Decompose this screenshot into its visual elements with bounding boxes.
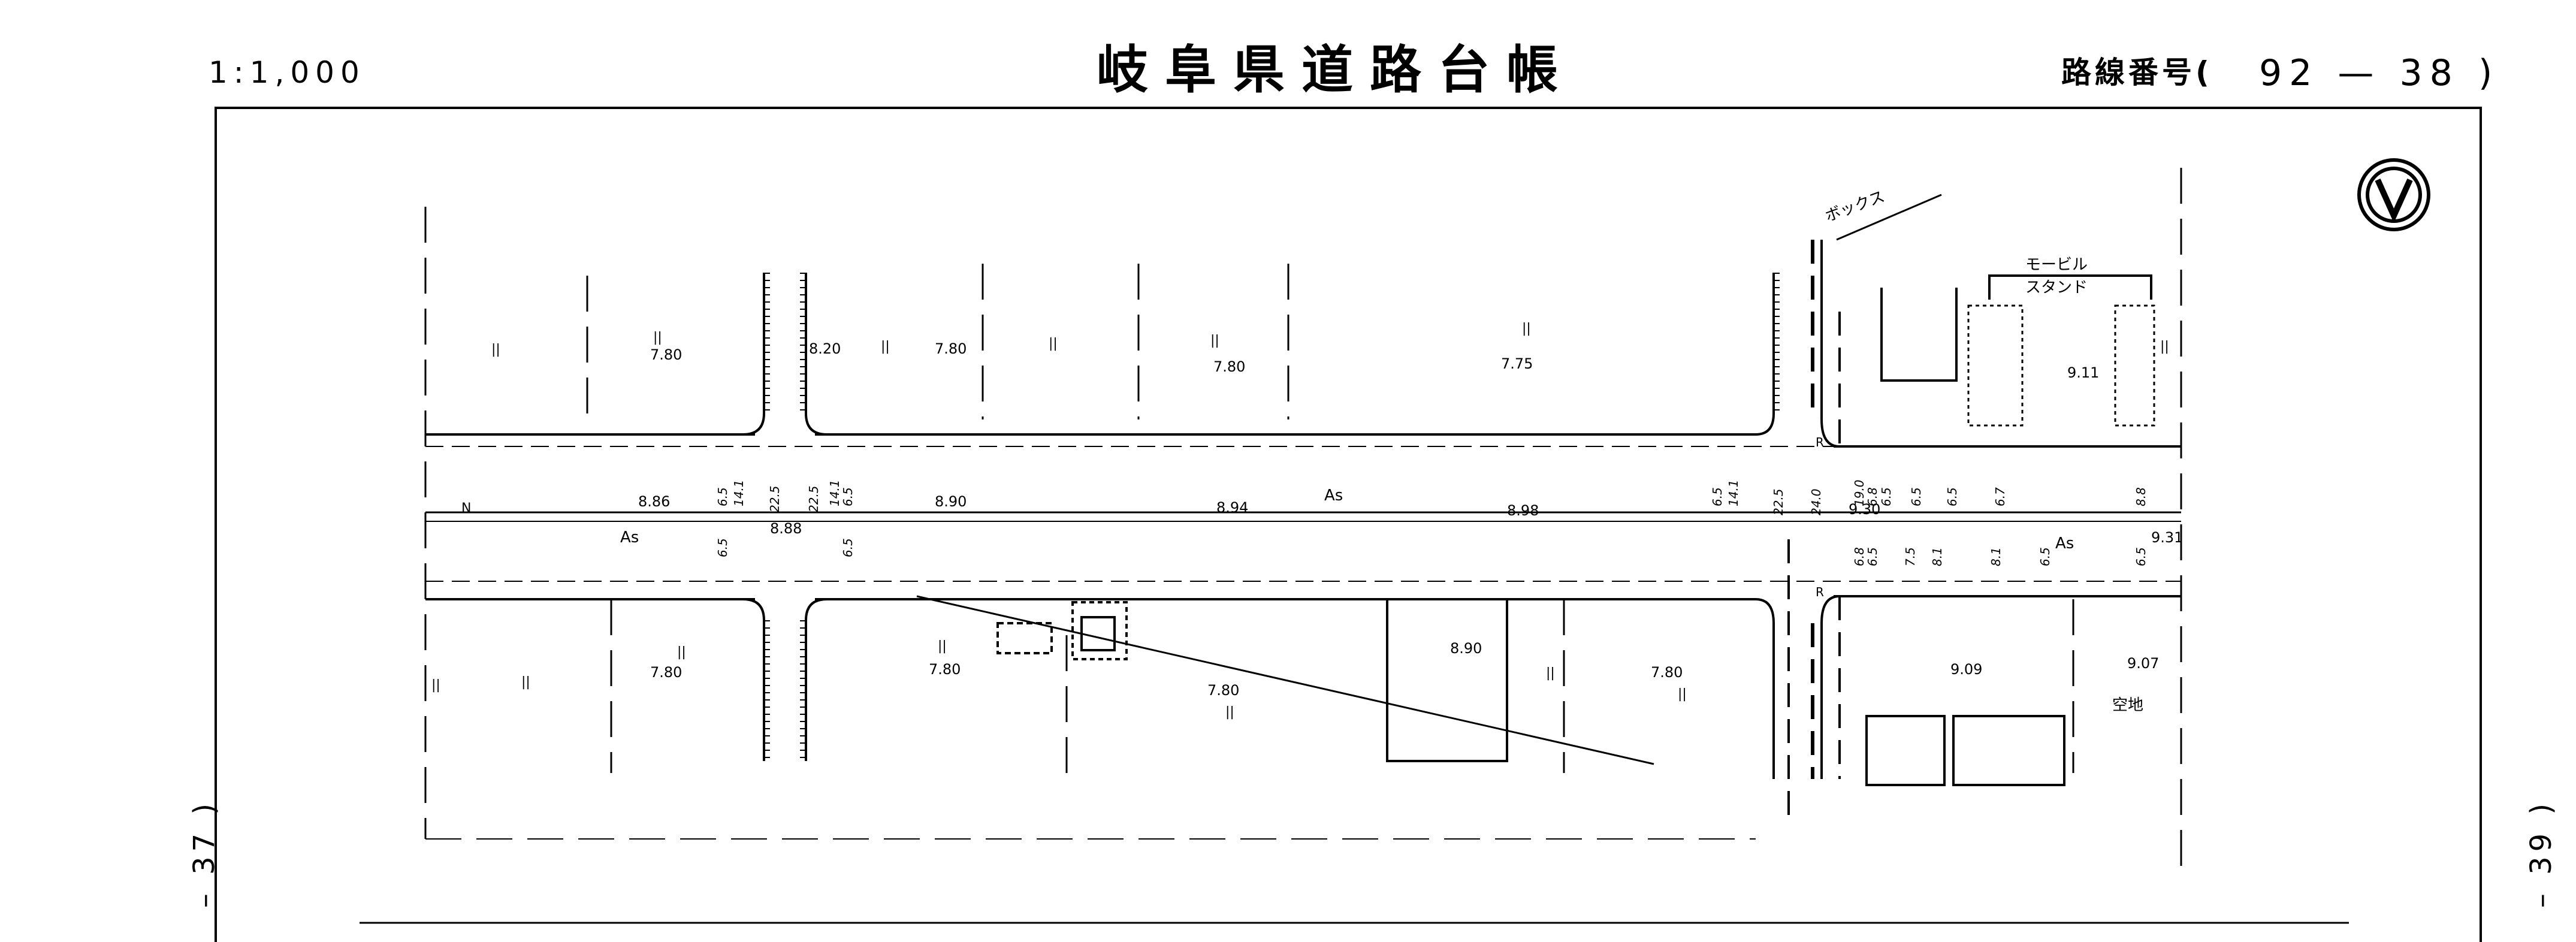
next-sheet-ref: – 39 )	[2524, 798, 2559, 908]
rice-field-mark: ||	[881, 339, 890, 354]
width: 6.5	[715, 538, 730, 557]
elevation: 7.80	[935, 340, 967, 357]
elevation: 8.86	[638, 493, 670, 510]
elevation: 7.80	[1651, 664, 1683, 681]
rice-field-mark: ||	[1522, 321, 1531, 336]
elevations: 7.80 8.20 7.80 7.80 7.75 9.11 8.86 8.90 …	[638, 340, 2183, 699]
elevation: 9.07	[2127, 655, 2159, 672]
main-road	[425, 433, 2181, 600]
width: 7.5	[1903, 547, 1917, 566]
elevation: 8.98	[1507, 502, 1539, 519]
width: 6.5	[841, 538, 855, 557]
north-mark: N	[461, 501, 471, 516]
map-scale: 1:1,000	[209, 55, 366, 90]
width: 6.5	[841, 487, 855, 506]
rice-field-mark: ||	[521, 675, 530, 690]
rice-field-mark: ||	[1678, 687, 1687, 702]
curve-mark: R	[1816, 435, 1824, 449]
width: 14.1	[828, 479, 842, 506]
elevation: 9.09	[1950, 661, 1982, 678]
elevation: 8.90	[1450, 640, 1482, 657]
elevation: 9.31	[2151, 529, 2183, 546]
vacant-lot-label: 空地	[2112, 696, 2143, 714]
elevation: 7.80	[1213, 358, 1245, 375]
road-widths: 6.5 14.1 22.5 22.5 14.1 6.5 6.5 6.5 6.5 …	[715, 479, 2148, 566]
width: 14.1	[1726, 479, 1741, 506]
width: 6.5	[1710, 487, 1725, 506]
width: 19.0	[1852, 479, 1867, 506]
elevation: 8.20	[809, 340, 841, 357]
rice-field-mark: ||	[653, 330, 662, 345]
structure	[1071, 601, 1128, 660]
width: 6.8	[1852, 547, 1867, 566]
route-number-label: 路線番号(	[2061, 55, 2213, 90]
page-title: 岐阜県道路台帳	[1097, 40, 1575, 100]
rice-field-mark: ||	[1049, 336, 1058, 351]
width: 6.5	[1909, 487, 1923, 506]
north-arrow-icon	[2357, 158, 2430, 231]
curve-mark: R	[1816, 585, 1824, 599]
parcel-lines	[424, 168, 2182, 869]
elevation: 7.80	[650, 346, 682, 363]
width: 6.5	[2038, 547, 2052, 566]
elevation: 9.30	[1849, 501, 1880, 518]
elevation: 7.75	[1501, 355, 1533, 372]
pavement-label: As	[1324, 487, 1343, 505]
elevation: 9.11	[2067, 364, 2099, 381]
elevation: 8.88	[770, 520, 802, 537]
previous-sheet-ref: – 37 )	[188, 798, 222, 908]
rice-field-mark: ||	[1225, 705, 1234, 720]
width: 6.8	[1865, 487, 1880, 506]
rice-field-mark: ||	[938, 639, 947, 654]
structure-core	[1080, 616, 1116, 651]
cross-road-right	[1755, 240, 1841, 827]
gas-station	[1836, 194, 2155, 427]
rice-field-mark: ||	[677, 645, 686, 660]
rice-field-mark: ||	[1210, 333, 1219, 348]
width: 6.7	[1993, 487, 2007, 506]
rice-field-mark: ||	[431, 678, 440, 693]
pavement-label: As	[620, 529, 639, 547]
elevation: 8.90	[935, 493, 967, 510]
bridge	[1386, 598, 1508, 762]
elevation: 7.80	[1207, 682, 1239, 699]
route-number: 92 — 38 )	[2259, 52, 2500, 94]
station-label: スタンド	[2025, 279, 2088, 297]
width: 6.5	[1945, 487, 1959, 506]
width: 22.5	[807, 485, 821, 512]
width: 6.5	[2134, 547, 2148, 566]
width: 6.5	[1865, 547, 1880, 566]
elevation: 7.80	[650, 664, 682, 681]
building	[1865, 715, 1946, 786]
width: 8.1	[1930, 547, 1944, 566]
box-culvert-label: ボックス	[1823, 188, 1887, 225]
map-frame	[215, 107, 2482, 942]
width: 22.5	[1771, 488, 1786, 515]
building-dashed	[996, 622, 1053, 654]
building	[1952, 715, 2065, 786]
width: 6.5	[1879, 487, 1894, 506]
width: 8.8	[2134, 487, 2148, 506]
elevation: 7.80	[929, 661, 961, 678]
rice-field-mark: ||	[1546, 666, 1555, 681]
pavement-label: As	[2055, 535, 2074, 552]
rice-field-mark: ||	[491, 342, 500, 357]
cross-road-left	[742, 273, 828, 761]
station-label: モービル	[2025, 256, 2088, 274]
width: 8.1	[1989, 547, 2003, 566]
width: 14.1	[732, 479, 746, 506]
width: 6.5	[715, 487, 730, 506]
elevation: 8.94	[1216, 499, 1248, 516]
width: 22.5	[768, 485, 782, 512]
width: 24.0	[1809, 488, 1823, 515]
power-line	[916, 595, 1654, 765]
rice-field-mark: ||	[2160, 339, 2169, 354]
